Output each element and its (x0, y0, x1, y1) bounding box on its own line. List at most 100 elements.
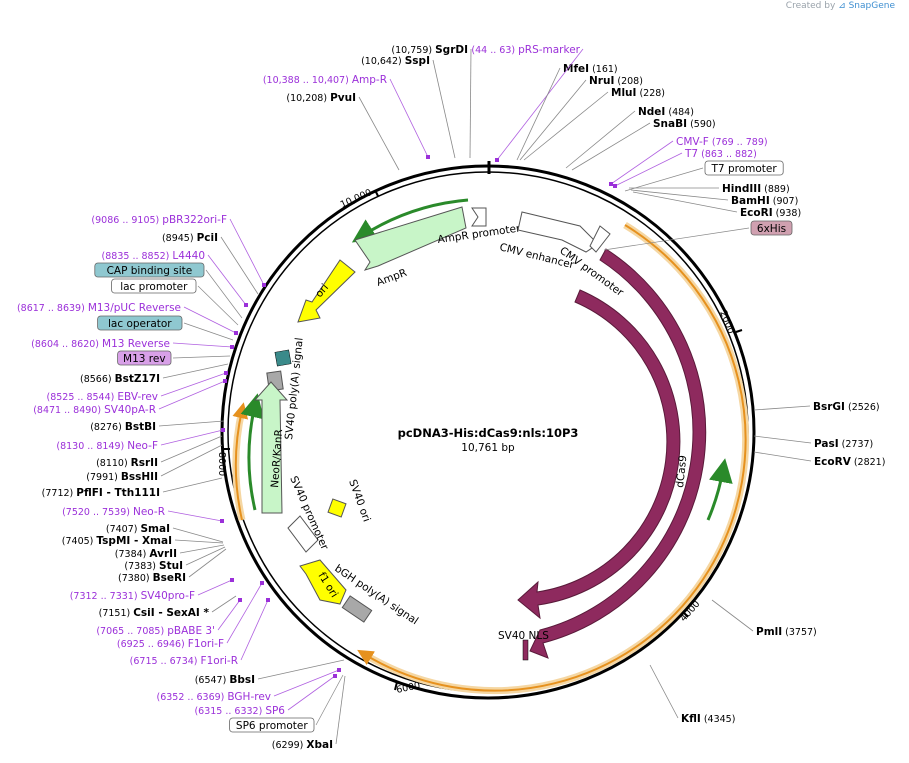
credit-prefix: Created by (785, 1, 836, 11)
stui-site-label: (7383) StuI (124, 560, 183, 572)
f1ori-f-primer-label: (6925 .. 6946) F1ori-F (117, 638, 224, 650)
leader-line (183, 322, 234, 341)
prs-marker-primer-label: (44 .. 63) pRS-marker (471, 44, 580, 56)
hindiii-site-label: HindIII (889) (722, 183, 790, 195)
leader-line (711, 599, 754, 632)
cmv-promoter-arrow (589, 225, 611, 253)
stui-site-label-text: (7383) StuI (124, 560, 183, 572)
leader-line (632, 191, 738, 213)
snabi-site-label-text: SnaBI (590) (653, 118, 716, 130)
t7-primer-label-text: T7 (863 .. 882) (684, 148, 757, 160)
bstbi-site-label: (8276) BstBI (90, 421, 156, 433)
mlui-site-label: MluI (228) (611, 87, 665, 99)
pasi-site-label: PasI (2737) (814, 438, 873, 450)
6xhis-feature-tag-text: 6xHis (757, 223, 786, 235)
bbsi-site-label: (6547) BbsI (195, 674, 255, 686)
primer-site-mark (609, 182, 613, 186)
leader-line (162, 477, 223, 493)
m13-reverse-primer-label-text: (8604 .. 8620) M13 Reverse (31, 338, 170, 350)
primer-site-mark (238, 598, 242, 602)
leader-line (516, 67, 561, 161)
cas9-arc (517, 289, 681, 620)
bgh-rev-primer-label-text: (6352 .. 6369) BGH-rev (157, 691, 271, 703)
lac-promoter-feature-tag: lac promoter (111, 278, 197, 294)
cap-binding-site-feature-tag: CAP binding site (94, 262, 205, 278)
primer-site-mark (224, 371, 228, 375)
neo-r-primer-label: (7520 .. 7539) Neo-R (62, 506, 165, 518)
tick-label: 8000 (216, 452, 227, 476)
ebv-rev-primer-label-text: (8525 .. 8544) EBV-rev (46, 391, 158, 403)
bgh-block (341, 595, 373, 623)
leader-line (179, 544, 225, 554)
leader-line (174, 539, 224, 544)
pmli-site-label-text: PmlI (3757) (756, 626, 817, 638)
amp-r-primer-label: (10,388 .. 10,407) Amp-R (263, 74, 387, 86)
xbai-site-label: (6299) XbaI (272, 739, 333, 751)
leader-line (211, 595, 237, 613)
leader-line (753, 435, 812, 444)
mlui-site-label-text: MluI (228) (611, 87, 665, 99)
tspmi-xmai-site-label: (7405) TspMI - XmaI (62, 535, 172, 547)
rsrii-site-label-text: (8110) RsrII (96, 457, 158, 469)
sv40ori-label: SV40 ori (346, 478, 372, 524)
t7-promoter-feature-tag: T7 promoter (704, 160, 784, 176)
t7-promoter-feature-tag-box (704, 160, 784, 176)
m13-rev-feature-tag: M13 rev (117, 350, 172, 366)
bamhi-site-label-text: BamHI (907) (731, 195, 798, 207)
sv40nls-label: SV40 NLS (498, 630, 549, 642)
leader-line (220, 236, 259, 295)
nrui-site-label-text: NruI (208) (589, 75, 643, 87)
dcas9-label: dCas9 (674, 455, 689, 489)
csii-sexai-site-label-text: (7151) CsiI - SexAI * (99, 607, 210, 619)
m13-rev-feature-tag-text: M13 rev (123, 353, 166, 365)
pcii-site-label-text: (8945) PciI (162, 232, 218, 244)
ori-arrow (297, 259, 356, 323)
leader-line (205, 269, 243, 319)
rsrii-site-label: (8110) RsrII (96, 457, 158, 469)
ampr-arrow (354, 206, 467, 271)
leader-line (519, 79, 587, 161)
neo-f-primer-label: (8130 .. 8149) Neo-F (56, 440, 158, 452)
sspi-site-label: (10,642) SspI (361, 55, 430, 67)
sv40-nls-block (522, 639, 529, 661)
neo-r-primer-label-text: (7520 .. 7539) Neo-R (62, 506, 165, 518)
sv40-ori-block (327, 498, 347, 518)
annotation-labels: (10,388 .. 10,407) Amp-R(10,208) PvuI(90… (17, 44, 886, 751)
primer-site-mark (495, 158, 499, 162)
pflfi-tth111i-site-label-text: (7712) PflFI - Tth111I (42, 487, 160, 499)
pbabe-3-primer-label-text: (7065 .. 7085) pBABE 3' (96, 625, 215, 637)
ecori-site-label: EcoRI (938) (740, 207, 801, 219)
leader-lines (158, 48, 812, 745)
t7-primer-label: T7 (863 .. 882) (684, 148, 757, 160)
kfli-site-label-text: KflI (4345) (681, 713, 735, 725)
xbai-site-label-text: (6299) XbaI (272, 739, 333, 751)
cap-binding-site-feature-tag-box (94, 262, 205, 278)
m13-puc-reverse-primer-label: (8617 .. 8639) M13/pUC Reverse (17, 302, 181, 314)
l4440-primer-label: (8835 .. 8852) L4440 (102, 250, 205, 262)
ndei-site-label-text: NdeI (484) (638, 106, 694, 118)
sgrdi-site-label-text: (10,759) SgrDI (391, 44, 468, 56)
cmv-f-primer-label: CMV-F (769 .. 789) (676, 136, 768, 148)
avrii-site-label-text: (7384) AvrII (115, 548, 177, 560)
primer-site-mark (260, 581, 264, 585)
leader-line (240, 599, 269, 661)
ecorv-site-label: EcoRV (2821) (814, 456, 885, 468)
leader-line (197, 285, 239, 326)
orange-arc-left-line (232, 402, 249, 521)
leader-line (523, 91, 609, 161)
tick-8000: 8000 (216, 448, 230, 476)
credit-brand: SnapGene (848, 1, 895, 11)
avrii-site-label: (7384) AvrII (115, 548, 177, 560)
lac-operator-feature-tag: lac operator (97, 315, 183, 331)
leader-line (630, 189, 729, 201)
ecorv-site-label-text: EcoRV (2821) (814, 456, 885, 468)
m13-puc-reverse-primer-label-text: (8617 .. 8639) M13/pUC Reverse (17, 302, 181, 314)
cmv-enhancer-arrow (517, 211, 599, 253)
m13-rev-feature-tag-box (117, 350, 172, 366)
sp6-primer-label: (6315 .. 6332) SP6 (194, 705, 285, 717)
plasmid-size: 10,761 bp (461, 442, 515, 454)
leader-line (649, 664, 679, 719)
bsshii-site-label: (7991) BssHII (86, 471, 158, 483)
cap-binding-site-feature-tag-text: CAP binding site (107, 265, 193, 277)
snabi-site-label: SnaBI (590) (653, 118, 716, 130)
